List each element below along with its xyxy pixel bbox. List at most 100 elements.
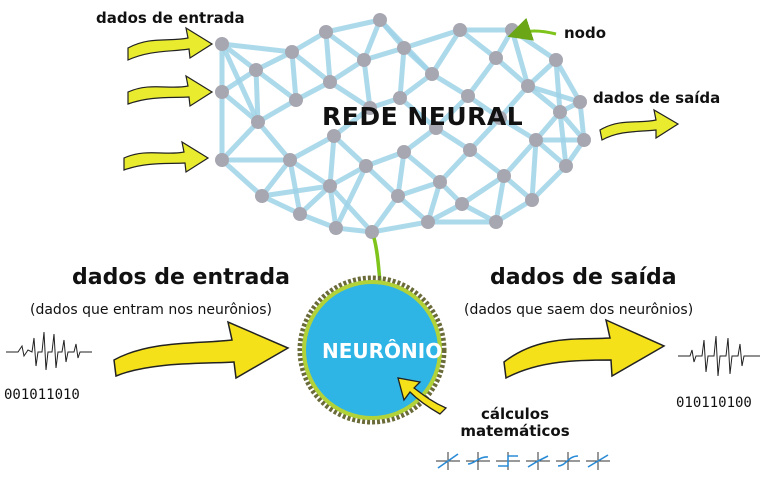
network-edge (465, 55, 499, 99)
network-edge (361, 17, 383, 63)
network-node (525, 193, 539, 207)
network-node (463, 143, 477, 157)
network-node (373, 13, 387, 27)
network-edge (493, 55, 531, 89)
network-node (397, 41, 411, 55)
signal-waveform-icon (6, 331, 92, 371)
network-node (553, 105, 567, 119)
network-node (425, 67, 439, 81)
network-edge (429, 71, 471, 99)
output-data-subtitle: (dados que saem dos neurônios) (464, 302, 694, 318)
output-arrow-icon (599, 108, 680, 141)
network-node (365, 225, 379, 239)
input-arrow-icon (127, 74, 214, 108)
neuron-label: NEURÔNIO (322, 339, 443, 363)
network-edge (219, 89, 261, 125)
network-edge (219, 41, 259, 73)
output-data-heading: dados de saída (490, 265, 677, 290)
network-node (391, 189, 405, 203)
network-edge (459, 173, 507, 207)
network-node (215, 37, 229, 51)
network-edge (397, 95, 439, 131)
network-edge (557, 109, 569, 169)
network-edge (401, 149, 443, 185)
network-edge (219, 41, 295, 55)
network-node (327, 129, 341, 143)
network-node (363, 101, 377, 115)
network-edge (497, 115, 539, 143)
network-edge (501, 137, 539, 179)
network-node (319, 25, 333, 39)
network-node (215, 153, 229, 167)
network-edge (361, 57, 373, 111)
input-data-label-top: dados de entrada (96, 9, 245, 27)
network-node (559, 159, 573, 173)
node-label: nodo (564, 24, 607, 42)
network-node (215, 85, 229, 99)
network-node (289, 93, 303, 107)
network-title: REDE NEURAL (322, 102, 524, 131)
network-edge (323, 29, 333, 85)
network-edge (553, 57, 563, 115)
network-node (357, 53, 371, 67)
network-node (397, 145, 411, 159)
network-edge (433, 93, 471, 131)
network-node (529, 133, 543, 147)
network-node (393, 91, 407, 105)
network-node (285, 45, 299, 59)
network-node (421, 215, 435, 229)
network-node (359, 159, 373, 173)
network-edge (437, 147, 473, 185)
input-data-heading: dados de entrada (72, 265, 290, 290)
network-edge (323, 17, 383, 35)
network-edge (363, 163, 401, 199)
network-node (283, 153, 297, 167)
network-edge (287, 157, 303, 217)
network-node (453, 23, 467, 37)
network-node (323, 179, 337, 193)
network-edge (327, 183, 375, 235)
network-node (489, 51, 503, 65)
network-edge (327, 183, 339, 231)
network-node (549, 53, 563, 67)
network-edge (327, 79, 373, 111)
network-edge (467, 115, 503, 153)
signal-waveform-icon (678, 335, 760, 377)
network-edge (525, 83, 583, 105)
network-edge (219, 119, 261, 163)
network-node (433, 175, 447, 189)
output-data-label-top: dados de saída (593, 89, 721, 107)
network-connections (219, 17, 587, 235)
math-calculations-line2: matemáticos (460, 422, 570, 440)
network-edge (287, 133, 337, 163)
network-node (497, 169, 511, 183)
network-edge (497, 83, 531, 121)
network-edge (553, 57, 583, 105)
network-edge (397, 45, 407, 101)
network-edge (529, 137, 539, 203)
network-edge (331, 105, 373, 139)
network-node (429, 121, 443, 135)
network-edge (327, 133, 337, 189)
output-arrow-icon (503, 318, 666, 380)
network-edge (401, 27, 463, 51)
network-node (461, 89, 475, 103)
input-bits: 001011010 (4, 387, 80, 403)
network-node (455, 197, 469, 211)
network-edge (253, 67, 299, 103)
network-node (255, 189, 269, 203)
pointer-arrow-icon (397, 377, 448, 415)
network-edge (369, 219, 431, 235)
network-edge (467, 147, 507, 179)
network-node (573, 95, 587, 109)
network-node (251, 115, 265, 129)
network-node (521, 79, 535, 93)
network-edge (369, 193, 401, 235)
network-edge (395, 179, 443, 199)
network-edge (255, 119, 293, 163)
input-arrow-icon (127, 26, 214, 61)
math-calculations-label: cálculos matemáticos (450, 406, 580, 440)
network-node (577, 133, 591, 147)
network-edge (331, 133, 369, 169)
network-edge (289, 49, 333, 85)
